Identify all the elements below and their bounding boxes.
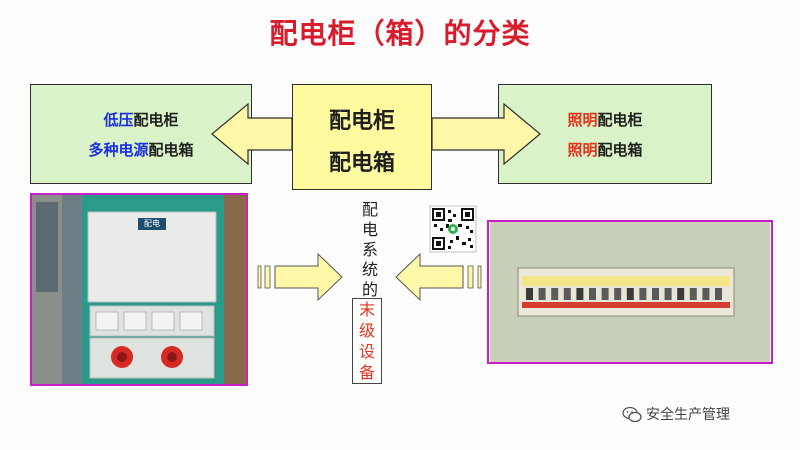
breaker-switch — [626, 288, 634, 300]
vertical-boxed-caption: 末 级 设 备 — [352, 298, 382, 384]
left-box-line-2-highlight: 多种电源 — [88, 141, 149, 159]
breaker-switch — [576, 288, 584, 300]
left-box-line-2: 多种电源配电箱 — [31, 139, 251, 160]
watermark-text: 安全生产管理 — [646, 407, 730, 423]
right-photo-breaker-panel — [490, 222, 770, 362]
right-box-line-2: 照明配电箱 — [499, 139, 711, 160]
right-box-line-1-rest: 配电柜 — [597, 111, 643, 129]
watermark: 安全生产管理 — [622, 404, 792, 426]
wechat-icon — [622, 406, 642, 423]
vertical-char: 统 — [361, 260, 378, 279]
slide-title: 配电柜（箱）的分类 — [269, 17, 531, 50]
vertical-boxed-char: 备 — [358, 363, 375, 382]
breaker-switch — [614, 288, 622, 300]
right-box-line-1: 照明配电柜 — [499, 109, 711, 130]
left-box-line-1-rest: 配电柜 — [133, 111, 179, 129]
left-photo-distribution-box — [32, 194, 246, 384]
right-box-line-2-highlight: 照明 — [567, 141, 598, 159]
center-category-box: 配电柜 配电箱 — [292, 84, 432, 190]
left-box-line-1-highlight: 低压 — [103, 111, 134, 129]
breaker-switch — [601, 288, 609, 300]
right-photo-frame — [487, 220, 773, 364]
breaker-switch — [702, 288, 710, 300]
breaker-switch — [551, 288, 559, 300]
right-pointing-arrow — [431, 102, 541, 166]
vertical-char: 系 — [361, 240, 378, 259]
left-photo-frame — [30, 193, 248, 386]
left-photo-label: 配电 — [144, 219, 160, 228]
qr-code-icon — [429, 205, 477, 253]
breaker-switch — [639, 288, 647, 300]
left-box-line-1: 低压配电柜 — [31, 109, 251, 130]
vertical-char: 配 — [361, 200, 378, 219]
breaker-switch — [563, 288, 571, 300]
vertical-caption: 配 电 系 统 的 — [356, 200, 384, 300]
breaker-switch — [677, 288, 685, 300]
breaker-switch — [652, 288, 659, 300]
breaker-switch — [589, 288, 596, 300]
vertical-boxed-char: 级 — [358, 321, 375, 340]
vertical-char: 的 — [361, 280, 378, 299]
lower-left-arrow — [257, 252, 343, 302]
breaker-switch — [689, 288, 697, 300]
vertical-char: 电 — [361, 220, 378, 239]
right-box-line-1-highlight: 照明 — [567, 111, 598, 129]
vertical-boxed-char: 末 — [358, 300, 375, 319]
vertical-boxed-char: 设 — [358, 342, 375, 361]
breaker-switch — [526, 288, 533, 300]
center-line-1: 配电柜 — [328, 109, 395, 134]
breaker-switch — [664, 288, 672, 300]
center-line-2: 配电箱 — [328, 151, 395, 176]
breaker-switch — [538, 288, 546, 300]
breaker-switch — [715, 288, 722, 300]
left-box-line-2-rest: 配电箱 — [148, 141, 194, 159]
lower-right-arrow — [395, 252, 482, 302]
right-box-line-2-rest: 配电箱 — [597, 141, 643, 159]
